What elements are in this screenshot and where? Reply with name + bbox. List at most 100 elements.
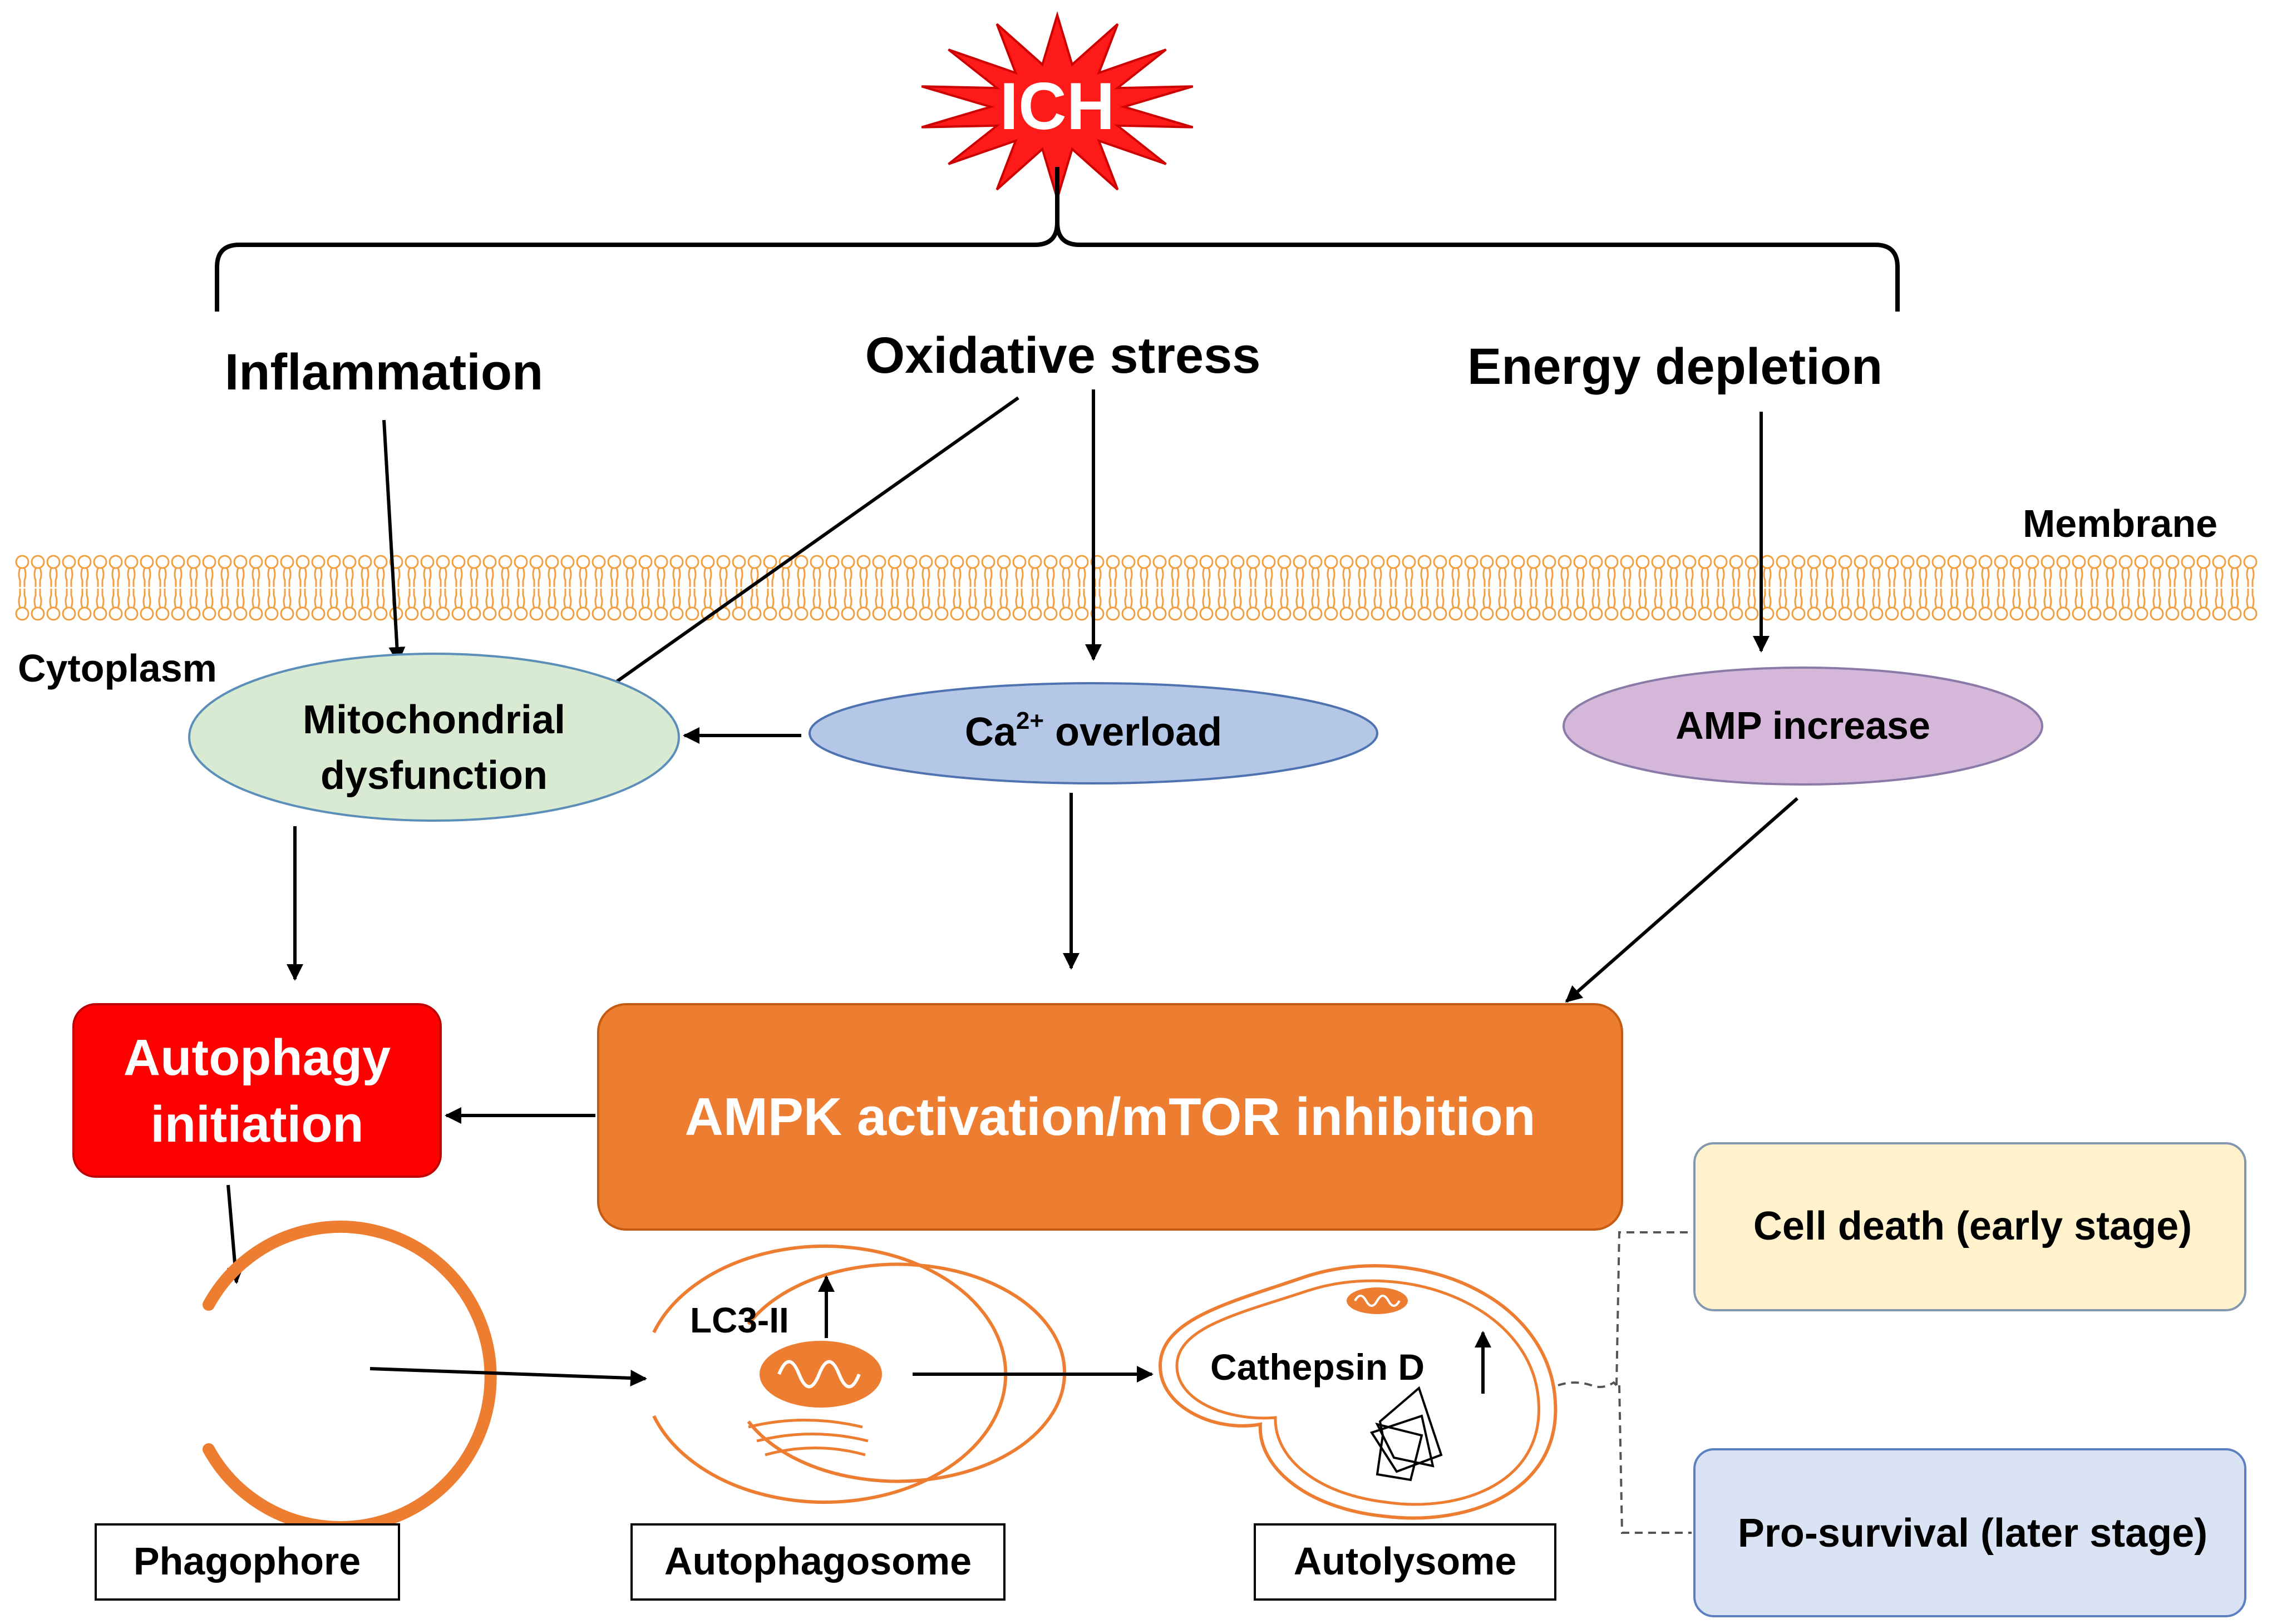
phospholipid-head [825,555,840,569]
phospholipid-tail [70,589,73,608]
phospholipid-tail [80,567,83,587]
phospholipid-tail [1753,589,1756,608]
phospholipid-tail [1498,567,1501,587]
phospholipid-tail [1005,567,1008,587]
phospholipid-tail [220,589,224,608]
phospholipid-tail [335,589,338,608]
phospholipid-tail [273,589,276,608]
phospholipid-tail [1348,567,1351,587]
phospholipid-tail [875,589,878,608]
phospholipid-tail [2189,589,2192,608]
phospholipid-tail [1560,589,1564,608]
phospholipid-tail [1919,589,1922,608]
phospholipid-head [140,555,154,569]
phospholipid-tail [1597,567,1600,587]
phospholipid-head [732,606,746,621]
phospholipid-tail [1317,589,1320,608]
phospholipid-head [358,606,372,621]
phospholipid-tail [1887,567,1891,587]
phospholipid-head [997,606,1011,621]
phospholipid-tail [968,589,972,608]
phospholipid-tail [1254,567,1258,587]
phospholipid-head [1308,555,1323,569]
phospholipid-head [529,606,544,621]
phospholipid-tail [1254,589,1258,608]
phospholipid-head [1511,555,1525,569]
phospholipid-head [1651,555,1665,569]
phospholipid-tail [1997,589,2000,608]
phospholipid-tail [1535,567,1538,587]
phospholipid-head [529,555,544,569]
phospholipid-tail [693,589,697,608]
autolysome-caption-box [1254,1523,1556,1601]
phospholipid-tail [1114,567,1117,587]
phospholipid-tail [2152,589,2156,608]
phospholipid-tail [1560,567,1564,587]
phospholipid-tail [2002,589,2005,608]
phospholipid-tail [1831,567,1834,587]
phospholipid-tail [771,589,775,608]
phospholipid-tail [2215,589,2218,608]
cathepsin-label: Cathepsin D [1210,1346,1425,1388]
phospholipid-tail [195,589,198,608]
phospholipid-tail [1192,589,1195,608]
autophagy-initiation-box [72,1003,442,1178]
phospholipid-tail [2043,567,2047,587]
phospholipid-tail [1208,589,1211,608]
phospholipid-head [2041,555,2055,569]
phospholipid-head [1916,606,1930,621]
phospholipid-tail [999,589,1003,608]
phospholipid-tail [164,589,167,608]
phospholipid-tail [205,589,208,608]
phospholipid-head [2196,555,2211,569]
phospholipid-tail [1654,589,1657,608]
phospholipid-head [1043,606,1058,621]
phospholipid-tail [1597,589,1600,608]
phospholipid-tail [1467,589,1470,608]
phospholipid-tail [968,567,972,587]
phospholipid-tail [49,589,52,608]
phospholipid-tail [242,589,245,608]
phospholipid-tail [688,589,691,608]
phospholipid-tail [1332,589,1335,608]
phospholipid-tail [1239,589,1242,608]
phospholipid-tail [1997,567,2000,587]
phospholipid-tail [937,589,940,608]
phospholipid-head [2212,606,2226,621]
phospholipid-head [701,555,715,569]
phospholipid-tail [1223,567,1226,587]
phospholipid-tail [1036,589,1039,608]
phospholipid-tail [563,567,566,587]
phospholipid-tail [2018,589,2021,608]
phospholipid-tail [1519,567,1522,587]
phospholipid-tail [1301,567,1304,587]
phospholipid-tail [111,589,115,608]
phospholipid-head [2118,606,2133,621]
phospholipid-tail [1327,567,1330,587]
phospholipid-head [295,606,310,621]
ampk-mtor-node: AMPK activation/mTOR inhibition [597,1003,1623,1231]
phospholipid-head [1464,555,1478,569]
phospholipid-tail [55,567,58,587]
phospholipid-tail [475,589,479,608]
phospholipid-tail [86,567,89,587]
phospholipid-head [1433,606,1447,621]
phospholipid-tail [2168,589,2171,608]
phospholipid-head [1947,606,1961,621]
phospholipid-tail [242,567,245,587]
phospholipid-head [2181,555,2195,569]
phospholipid-tail [1077,589,1081,608]
phospholipid-head [1542,555,1556,569]
phospholipid-tail [563,589,566,608]
phospholipid-tail [1716,589,1719,608]
phospholipid-head [669,555,684,569]
phospholipid-tail [1701,589,1704,608]
phospholipid-tail [158,567,161,587]
phospholipid-head [1230,606,1245,621]
phospholipid-tail [70,567,73,587]
phospholipid-tail [709,589,712,608]
phospholipid-tail [2230,589,2234,608]
phospholipid-head [498,555,512,569]
phospholipid-head [467,606,481,621]
membrane-label: Membrane [2023,502,2217,545]
